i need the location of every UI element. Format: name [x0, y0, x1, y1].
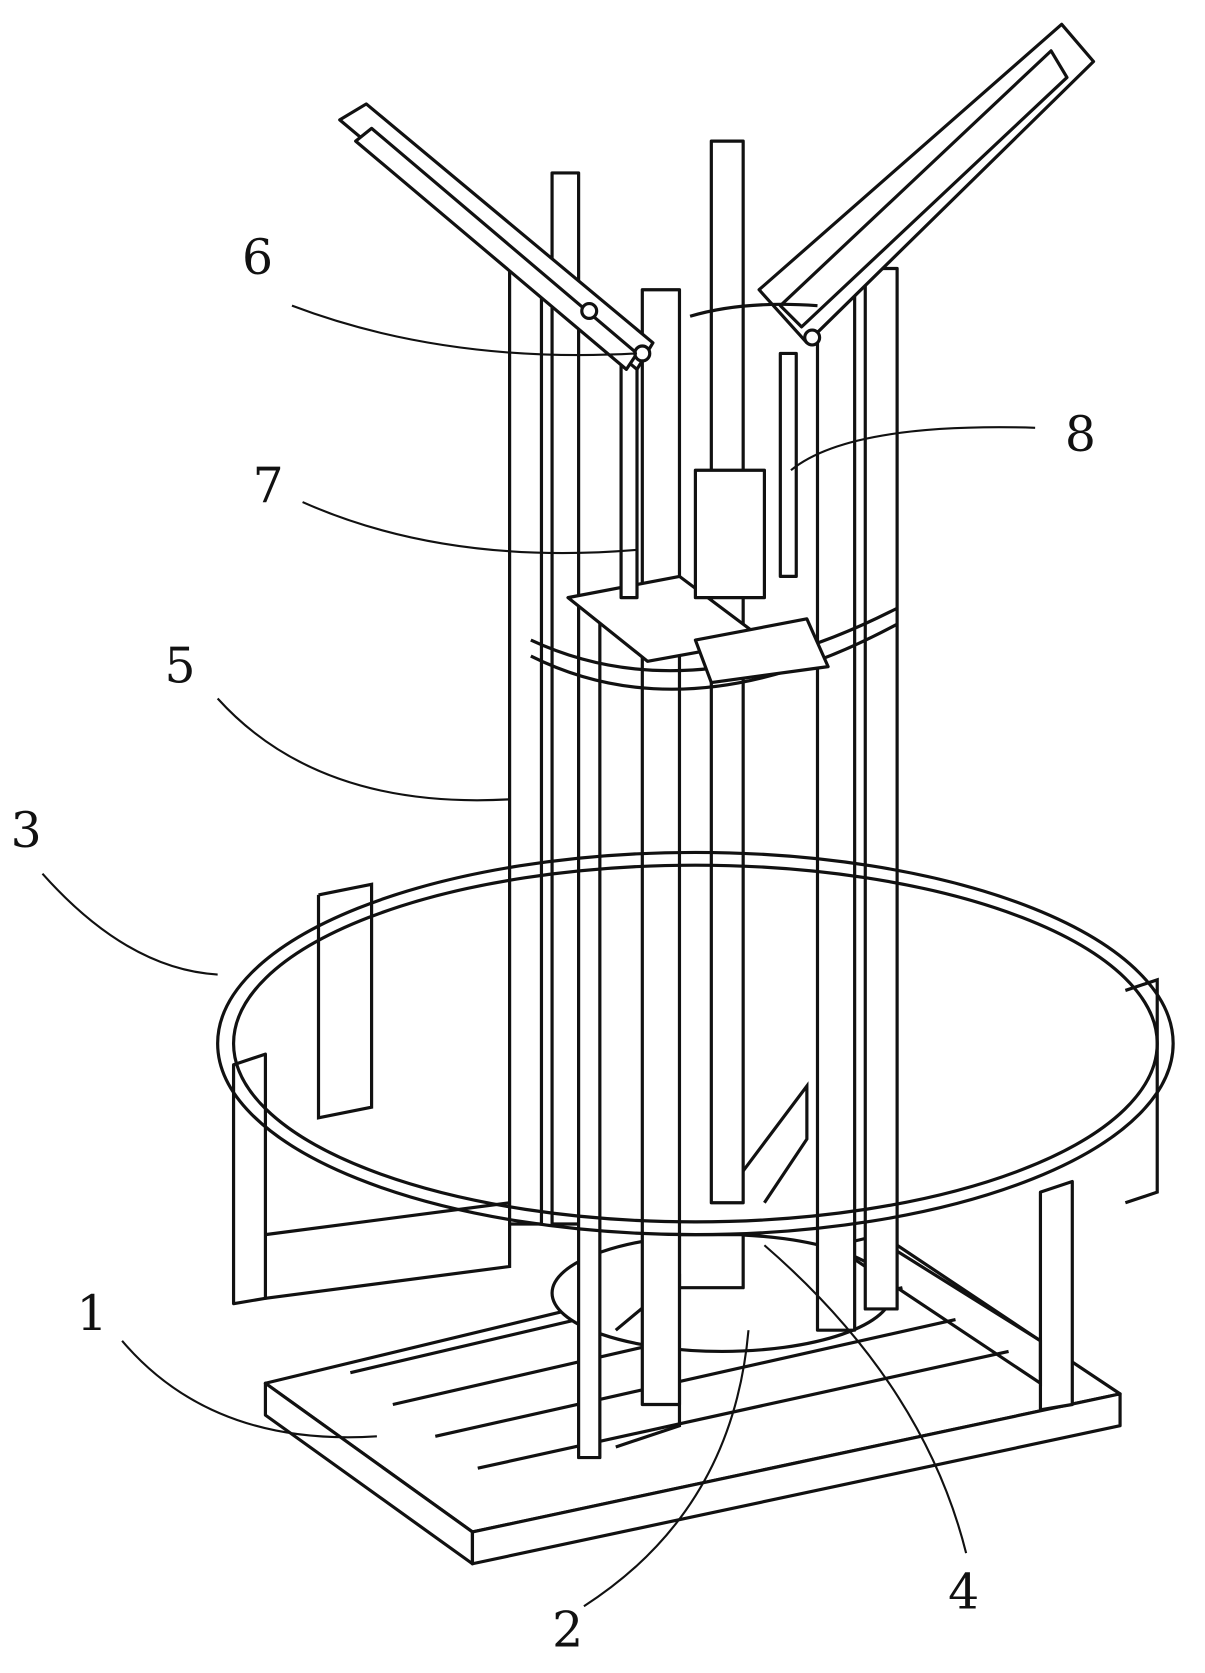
label-5: 5	[165, 638, 196, 695]
outer-ring	[218, 852, 1174, 1234]
label-8: 8	[1065, 406, 1096, 463]
label-1: 1	[76, 1285, 107, 1342]
label-2: 2	[552, 1602, 583, 1659]
label-7: 7	[253, 457, 284, 514]
slider-block	[568, 353, 828, 682]
label-4: 4	[948, 1563, 979, 1620]
label-3: 3	[11, 802, 42, 859]
label-6: 6	[242, 229, 273, 286]
